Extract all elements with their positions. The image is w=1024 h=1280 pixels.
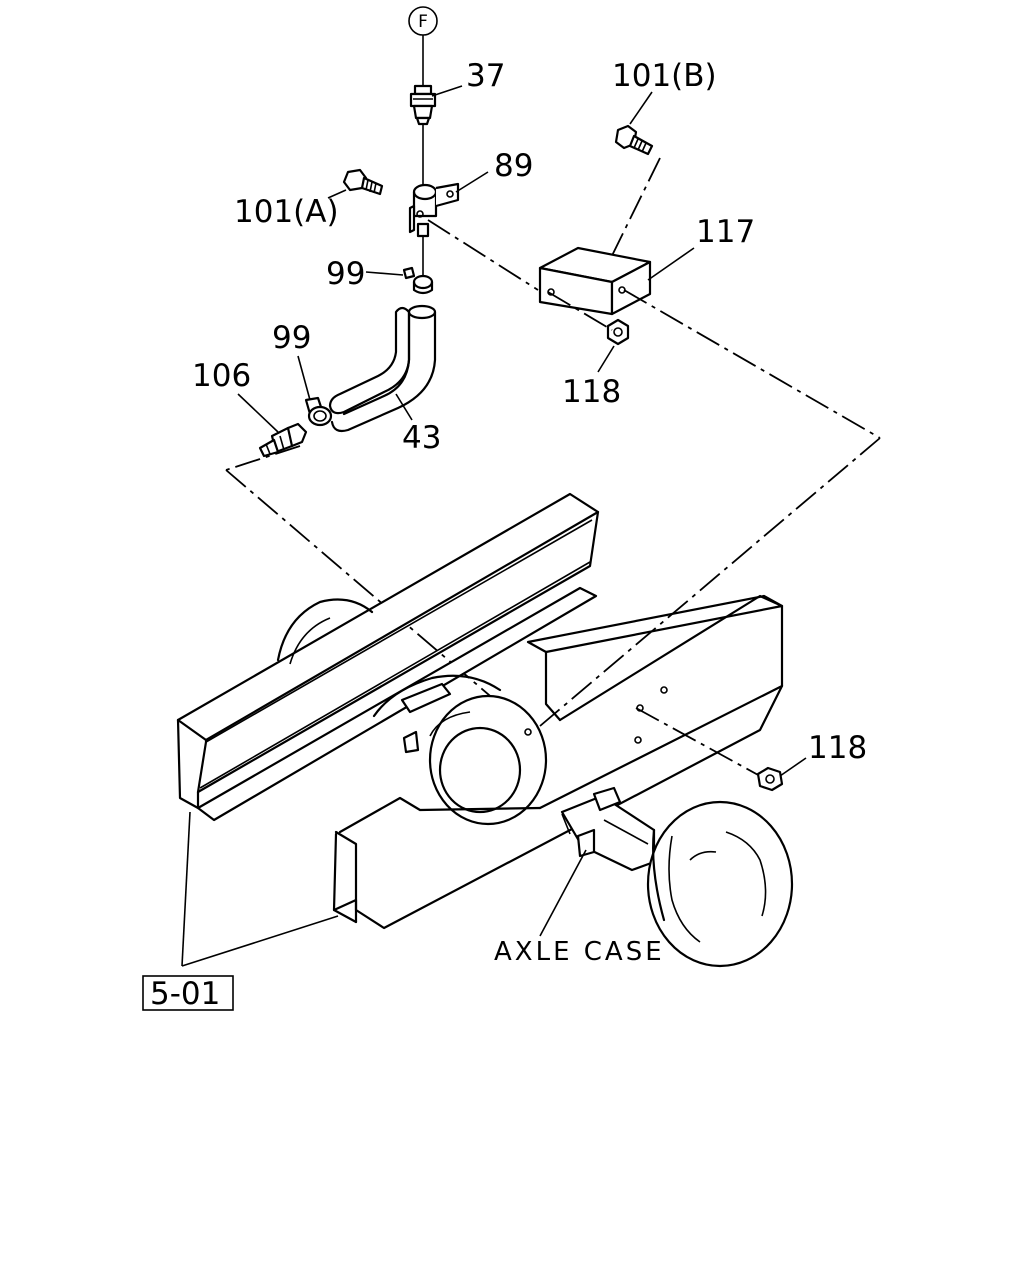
- leader-501-a: [181, 811, 191, 967]
- centerline-89-117: [427, 219, 539, 291]
- callout-43: 43: [402, 420, 441, 456]
- reference-box: [142, 975, 234, 1011]
- leader-118-lower: [779, 757, 807, 777]
- centerline-117-frame: [623, 289, 881, 439]
- leader-99-upper: [365, 271, 404, 276]
- wheel-right: [646, 800, 794, 968]
- callout-101b: 101(B): [612, 58, 717, 94]
- leader-101b: [629, 91, 653, 125]
- frame-rail-right: [332, 594, 784, 930]
- centerline-106-axle: [225, 469, 531, 731]
- axle-tube-right: [560, 786, 656, 872]
- leader-501-b: [181, 915, 339, 967]
- callout-118-upper: 118: [562, 374, 621, 410]
- leader-axle-case: [539, 849, 587, 937]
- callout-101a: 101(A): [234, 194, 339, 230]
- axle-case-label: AXLE CASE: [494, 937, 665, 967]
- part-43-hose: [328, 304, 437, 433]
- part-117-bracket: [538, 246, 652, 316]
- part-118-lower-nut: [756, 766, 784, 792]
- centerline-117-118: [547, 291, 613, 331]
- connector-f-symbol: F: [408, 6, 438, 36]
- wheel-left: [276, 598, 374, 665]
- part-99-upper-clamp: [402, 266, 434, 295]
- callout-106: 106: [192, 358, 251, 394]
- part-99-lower-clamp: [304, 396, 333, 427]
- leader-118-upper: [597, 345, 615, 373]
- axle-housing: [372, 674, 548, 826]
- leader-101a: [327, 189, 347, 199]
- leader-106: [237, 393, 279, 433]
- reference-box-label: 5-01: [150, 976, 220, 1012]
- connector-f-label: F: [418, 12, 428, 32]
- leader-89: [455, 171, 489, 193]
- callout-37: 37: [466, 58, 505, 94]
- callout-99-lower: 99: [272, 320, 311, 356]
- callout-118-lower: 118: [808, 730, 867, 766]
- callout-99-upper: 99: [326, 256, 365, 292]
- callout-117: 117: [696, 214, 755, 250]
- leader-37: [431, 85, 463, 97]
- part-37-breather-plug: [409, 84, 437, 126]
- centerline-frame-118: [635, 707, 761, 777]
- part-101b-bolt: [614, 124, 654, 156]
- part-101a-bolt: [342, 168, 384, 196]
- leader-43: [395, 393, 413, 421]
- part-106-connector: [258, 422, 308, 458]
- leader-99-lower: [297, 355, 311, 401]
- part-89-clip: [408, 182, 460, 238]
- part-118-upper-nut: [606, 318, 630, 346]
- callout-89: 89: [494, 148, 533, 184]
- centerline-106-left: [225, 445, 301, 471]
- leader-117: [647, 247, 695, 281]
- frame-rail-left: [176, 492, 600, 822]
- centerline-frame-return: [539, 437, 881, 727]
